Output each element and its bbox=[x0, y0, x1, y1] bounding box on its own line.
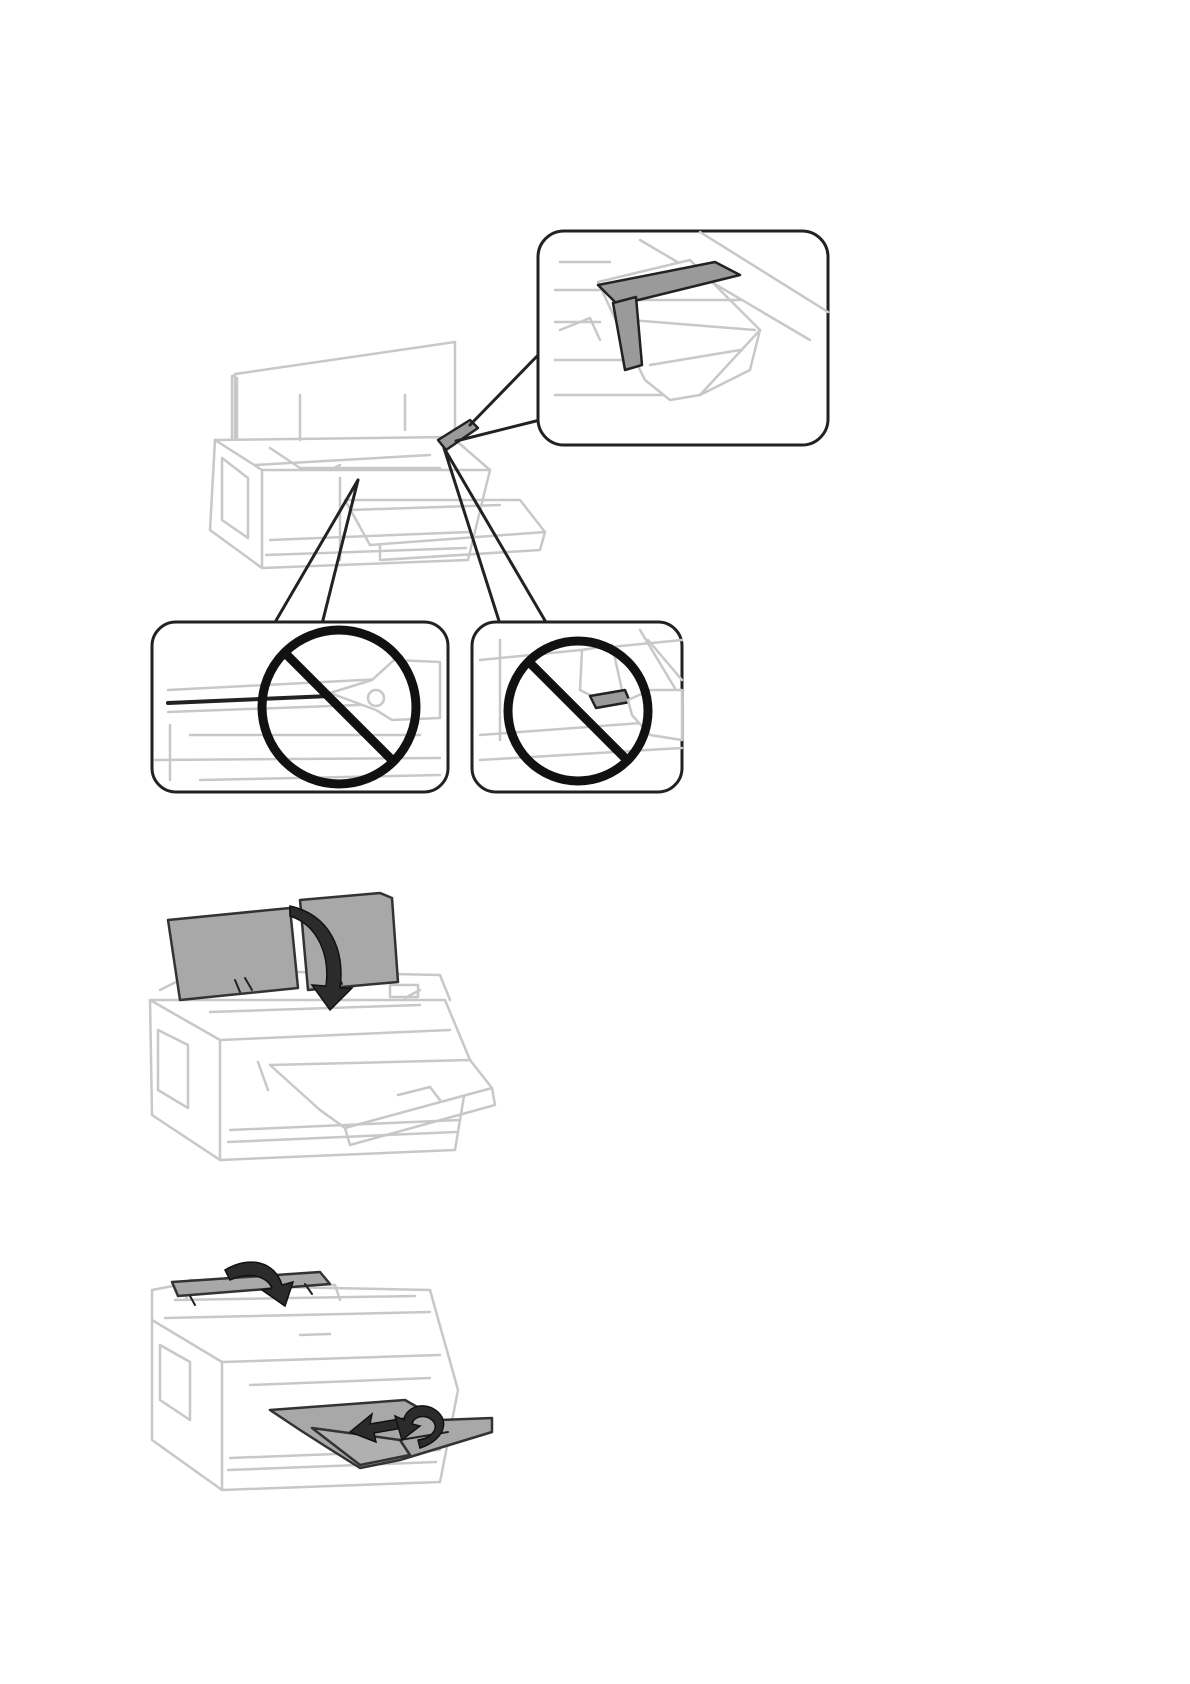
callout-tape bbox=[456, 231, 828, 445]
figure-close-tray bbox=[140, 1240, 500, 1500]
printer-tape-callout-illustration bbox=[140, 210, 840, 810]
printer-close-cover-illustration bbox=[140, 880, 500, 1170]
callout-no-touch-right bbox=[472, 622, 682, 792]
figure-close-cover bbox=[140, 880, 500, 1170]
callout-no-touch-left bbox=[152, 622, 448, 792]
printer-cover-left bbox=[168, 908, 298, 1000]
printer-close-tray-illustration bbox=[140, 1240, 500, 1500]
figure-protective-tape bbox=[140, 210, 840, 810]
printer-cover-right bbox=[300, 893, 398, 990]
